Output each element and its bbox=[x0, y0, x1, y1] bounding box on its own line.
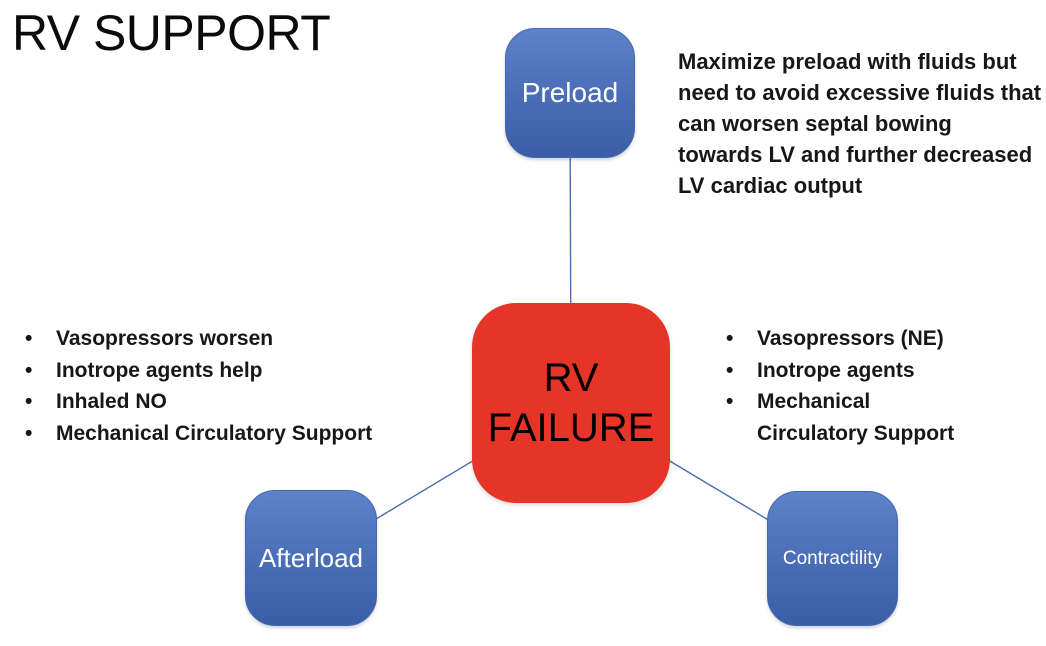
list-item: Vasopressors worsen bbox=[20, 323, 440, 355]
list-item: Inotrope agents help bbox=[20, 355, 440, 387]
preload-note-line: can worsen septal bowing bbox=[678, 111, 952, 136]
list-item: Inotrope agents bbox=[721, 355, 965, 387]
preload-note-line: Maximize preload with fluids but bbox=[678, 49, 1017, 74]
node-contractility-label: Contractility bbox=[782, 547, 883, 569]
node-afterload: Afterload bbox=[245, 490, 377, 626]
afterload-note-list: Vasopressors worsen Inotrope agents help… bbox=[20, 323, 440, 449]
node-rv-failure: RV FAILURE bbox=[472, 303, 670, 503]
page-title: RV SUPPORT bbox=[12, 5, 331, 61]
node-preload: Preload bbox=[505, 28, 635, 158]
list-item: Mechanical Circulatory Support bbox=[20, 418, 440, 450]
preload-note-line: need to avoid excessive fluids that bbox=[678, 80, 1042, 105]
list-item: Mechanical Circulatory Support bbox=[721, 386, 965, 449]
list-item: Vasopressors (NE) bbox=[721, 323, 965, 355]
node-contractility: Contractility bbox=[767, 491, 898, 626]
node-afterload-label: Afterload bbox=[258, 542, 364, 573]
preload-note-line: towards LV and further decreased bbox=[678, 142, 1033, 167]
node-rv-failure-label-line1: RV bbox=[543, 356, 599, 400]
node-preload-label: Preload bbox=[521, 77, 619, 108]
list-item: Inhaled NO bbox=[20, 386, 440, 418]
preload-note-line: LV cardiac output bbox=[678, 173, 863, 198]
contractility-note-list: Vasopressors (NE) Inotrope agents Mechan… bbox=[721, 323, 965, 449]
node-rv-failure-label-line2: FAILURE bbox=[487, 406, 655, 450]
preload-note: Maximize preload with fluids but need to… bbox=[678, 46, 1044, 201]
